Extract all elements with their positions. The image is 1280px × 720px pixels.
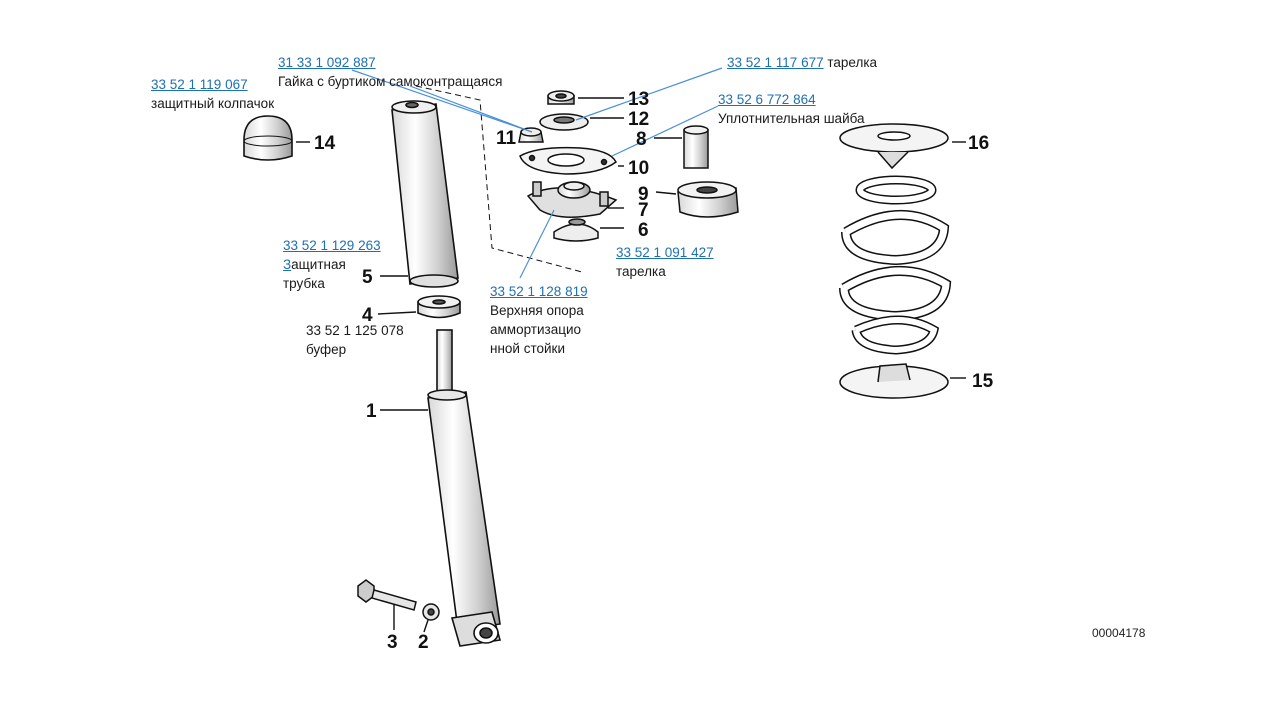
callout-14: 14 [314,133,336,154]
callout-8: 8 [636,129,647,150]
callout-10: 10 [628,158,649,179]
plate-top-desc: тарелка [827,55,878,70]
buffer-desc: буфер [306,342,347,357]
nut-part-link[interactable]: 31 33 1 092 887 [278,55,376,70]
mount-label: 33 52 1 128 819 Верхняя опора аммортизац… [490,282,588,358]
callout-2: 2 [418,632,429,653]
spring-lower-plate-part [839,363,949,399]
cap-part-link[interactable]: 33 52 1 119 067 [151,77,248,92]
plate-top-part-link[interactable]: 33 52 1 117 677 [727,55,824,70]
callout-13: 13 [628,89,649,110]
bolt-part [357,579,417,611]
callout-12: 12 [628,109,649,130]
rubber-bushing-part [677,181,739,218]
seal-washer-part-link[interactable]: 33 52 6 772 864 [718,92,816,107]
callout-16: 16 [968,133,989,154]
plate-lower-desc: тарелка [616,264,666,279]
cap-label: 33 52 1 119 067 защитный колпачок [151,75,274,113]
callout-1: 1 [366,401,377,422]
mount-desc3: нной стойки [490,341,565,356]
callout-5: 5 [362,267,373,288]
tube-desc2: трубка [283,276,325,291]
protective-cap-part [243,115,293,161]
callout-6: 6 [638,220,649,241]
plate-lower-label: 33 52 1 091 427 тарелка [616,243,714,281]
callout-7: 7 [638,200,649,221]
washer-part [422,603,440,621]
leader-lines [351,67,723,279]
plate-lower-part-link[interactable]: 33 52 1 091 427 [616,245,714,260]
sleeve-part [683,125,709,169]
lower-plate-part [553,218,599,242]
tube-desc: ащитная [291,257,346,272]
callout-4: 4 [362,305,373,326]
upper-plate-part [539,113,589,131]
nut-label: 31 33 1 092 887 Гайка с буртиком самокон… [278,53,502,91]
callout-9: 9 [638,184,649,205]
nut-desc: Гайка с буртиком самоконтращаяся [278,74,503,89]
callout-15: 15 [972,371,994,392]
tube-label: 33 52 1 129 263 Защитная трубка [283,236,381,293]
tube-part-link[interactable]: 33 52 1 129 263 [283,238,381,253]
top-nut-part [547,90,575,105]
bump-stop-part [417,295,461,319]
mount-desc1: Верхняя опора [490,303,584,318]
mount-part-link[interactable]: 33 52 1 128 819 [490,284,588,299]
cap-desc: защитный колпачок [151,96,275,111]
collar-nut-part [518,127,544,143]
shock-absorber-part [427,329,502,647]
callout-11: 11 [496,128,517,149]
seal-washer-part [519,146,617,175]
buffer-part-no: 33 52 1 125 078 [306,323,404,338]
upper-mount-part [526,181,618,218]
buffer-label: 33 52 1 125 078 буфер [306,321,404,359]
spring-upper-plate-part [839,123,949,170]
drawing-code: 00004178 [1092,626,1146,640]
mount-desc2: аммортизацио [490,322,581,337]
plate-top-label: 33 52 1 117 677 тарелка [727,53,877,72]
seal-washer-label: 33 52 6 772 864 Уплотнительная шайба [718,90,865,128]
protective-tube-part [391,100,459,288]
seal-washer-desc: Уплотнительная шайба [718,111,865,126]
tube-desc-first[interactable]: З [283,257,292,272]
callout-3: 3 [387,632,398,653]
coil-spring-part [839,175,952,355]
